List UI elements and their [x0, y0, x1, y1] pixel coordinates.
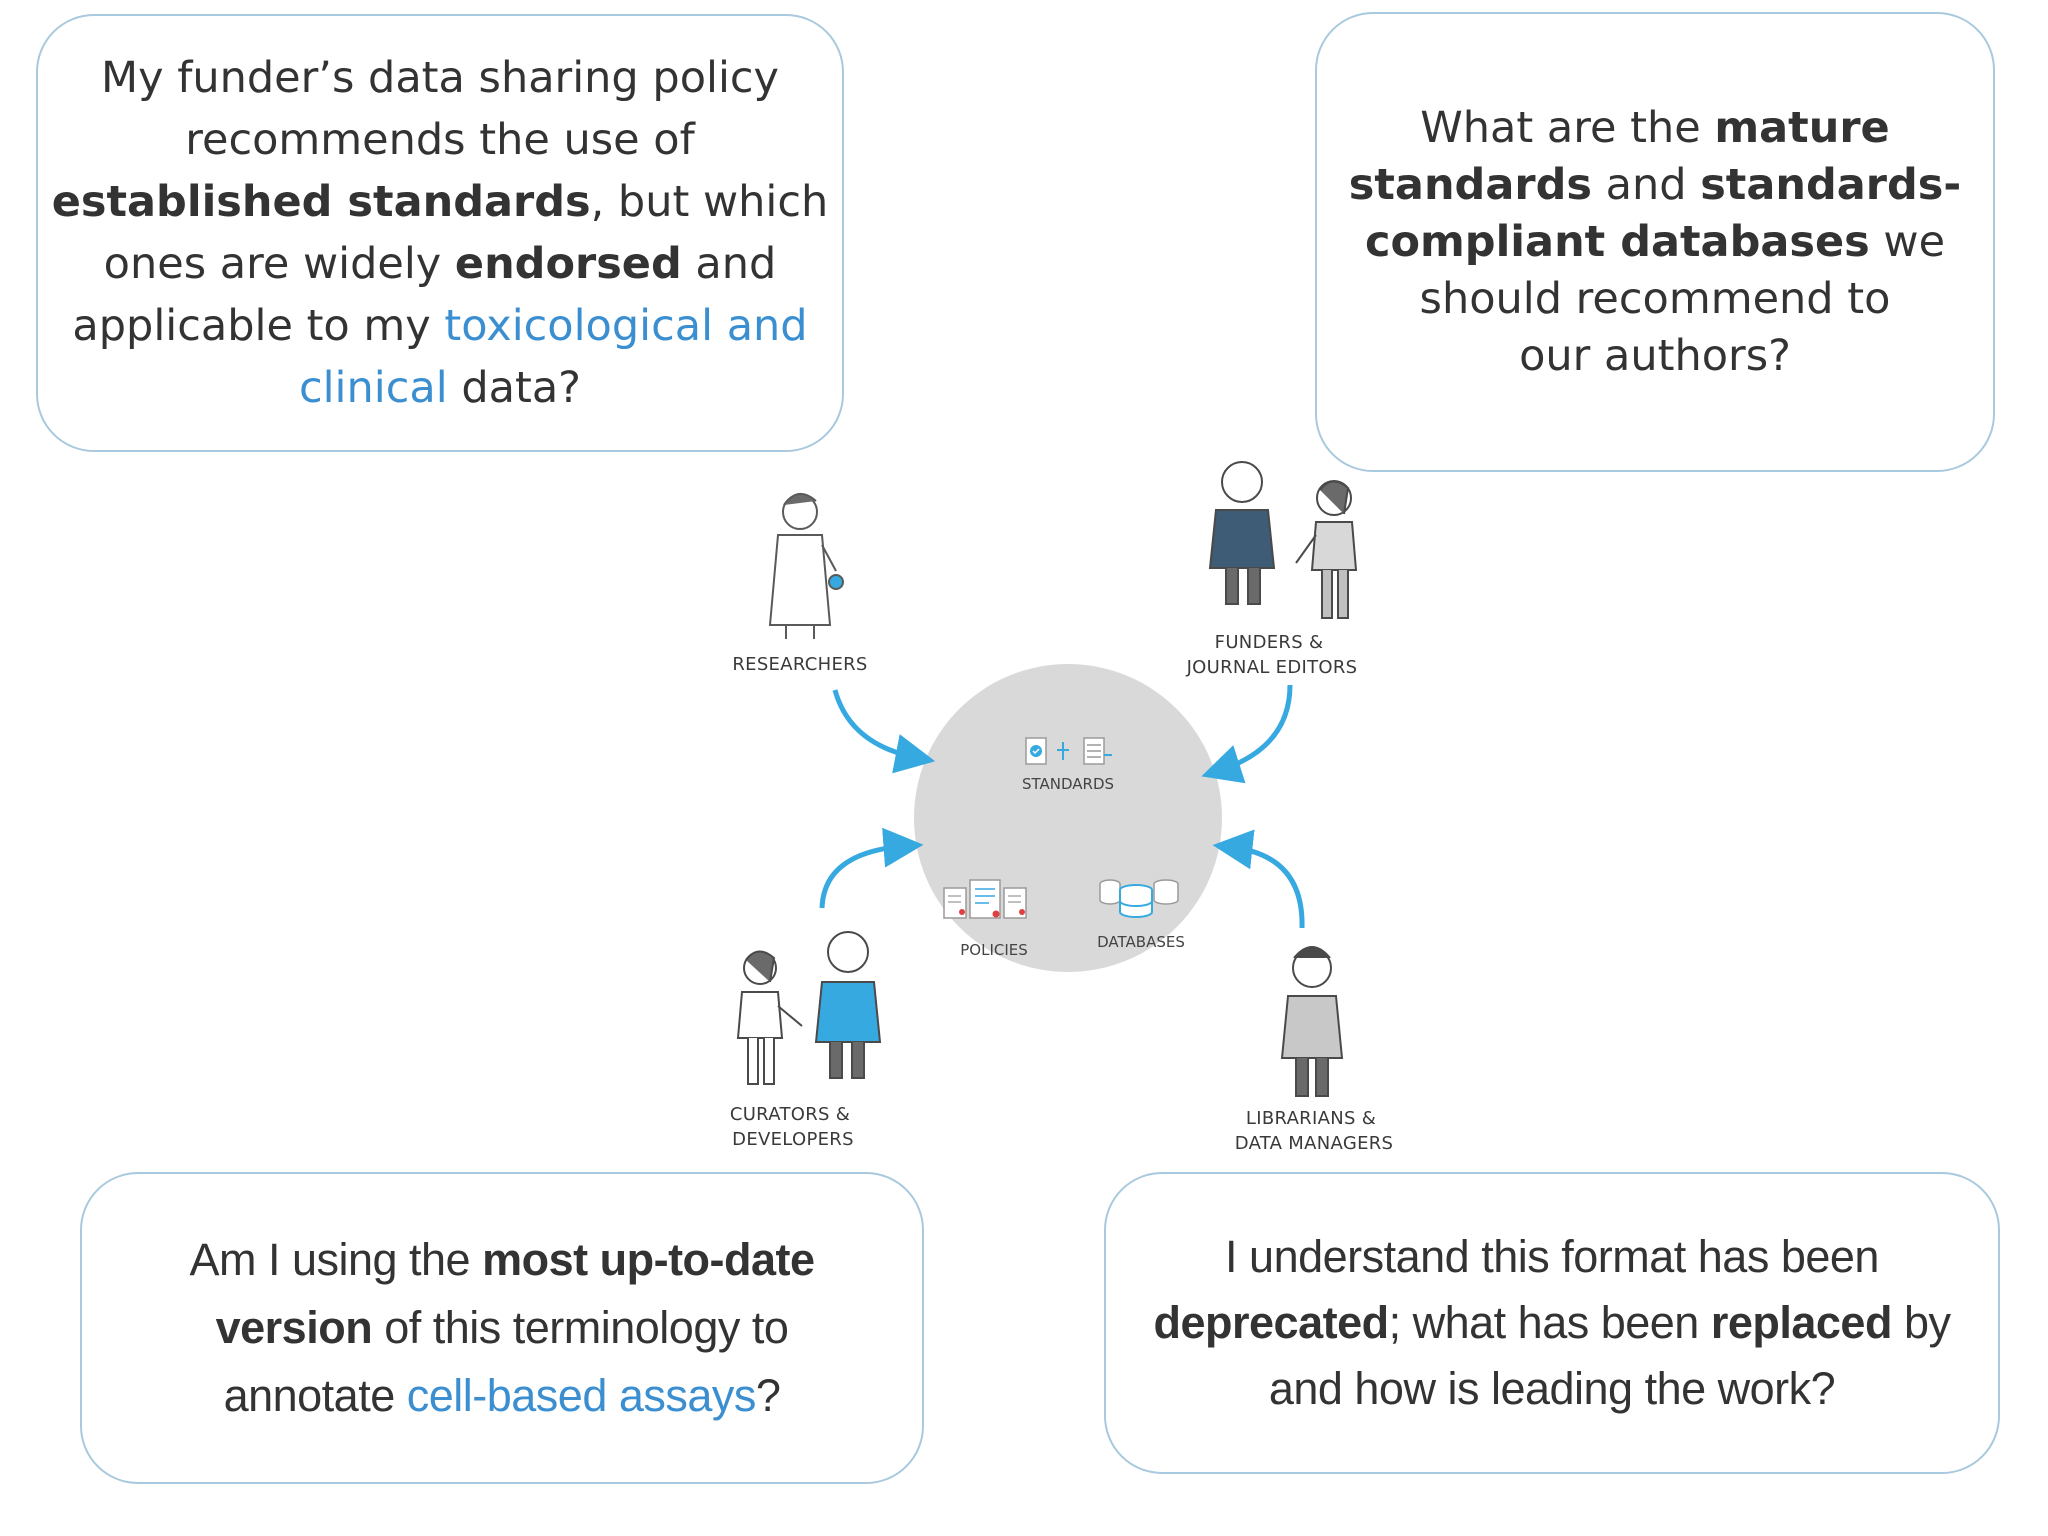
question-line: clinical data?	[299, 357, 581, 419]
question-line: ones are widely endorsed and	[104, 233, 777, 295]
question-text: and	[1591, 159, 1701, 210]
label-curators-line1: CURATORS &	[730, 1104, 850, 1125]
label-funders-line1: FUNDERS &	[1215, 632, 1324, 653]
arrow-funders	[1201, 684, 1293, 784]
question-bubble-funder-policy: My funder’s data sharing policy recommend…	[36, 14, 844, 452]
question-bubble-deprecated-format: I understand this format has been depreca…	[1104, 1172, 2000, 1474]
standards-icon	[1025, 737, 1112, 765]
label-librarians-line1: LIBRARIANS &	[1246, 1108, 1376, 1129]
researcher-figure-icon	[768, 493, 844, 639]
arrow-researchers	[832, 689, 936, 774]
question-text: data?	[447, 363, 582, 413]
question-text: ; what has been	[1388, 1297, 1711, 1348]
center-label-policies: POLICIES	[960, 941, 1028, 959]
question-line: What are the mature	[1420, 100, 1889, 157]
question-text: , but which	[590, 177, 829, 227]
label-curators-developers: CURATORS & DEVELOPERS	[730, 1104, 856, 1150]
highlight-text: cell-based assays	[406, 1370, 757, 1421]
question-text: and	[681, 239, 777, 289]
emphasis-text: most up-to-date	[482, 1234, 815, 1285]
question-text: What are the	[1420, 102, 1715, 153]
question-text: My funder’s data sharing policy	[101, 53, 779, 103]
question-text: should recommend to	[1419, 273, 1891, 324]
question-line: recommends the use of	[185, 109, 694, 171]
emphasis-text: deprecated	[1153, 1297, 1390, 1348]
question-text: and how is leading the work?	[1268, 1363, 1836, 1414]
curators-developers-figures-icon	[736, 931, 882, 1085]
question-text: annotate	[223, 1370, 407, 1421]
emphasis-text: compliant databases	[1364, 216, 1870, 267]
label-librarians-line2: DATA MANAGERS	[1235, 1133, 1394, 1154]
center-label-databases: DATABASES	[1097, 933, 1185, 951]
highlight-text: toxicological and	[444, 301, 808, 351]
question-text: of this terminology to	[372, 1302, 789, 1353]
label-curators-line2: DEVELOPERS	[732, 1129, 854, 1150]
question-line: and how is leading the work?	[1268, 1356, 1836, 1422]
question-line: My funder’s data sharing policy	[101, 47, 779, 109]
policies-icon	[943, 879, 1027, 919]
question-text: applicable to my	[72, 301, 445, 351]
question-line: Am I using the most up-to-date	[189, 1226, 815, 1294]
emphasis-text: standards	[1348, 159, 1592, 210]
label-researchers-line1: RESEARCHERS	[732, 654, 867, 675]
question-text: ?	[755, 1370, 781, 1421]
question-text: our authors?	[1519, 330, 1791, 381]
emphasis-text: version	[215, 1302, 373, 1353]
question-text: recommends the use of	[185, 115, 695, 165]
question-text: I understand this format has been	[1225, 1231, 1879, 1282]
question-line: established standards, but which	[52, 171, 829, 233]
question-text: by	[1891, 1297, 1951, 1348]
question-text: ones are widely	[103, 239, 455, 289]
label-funders-editors: FUNDERS & JOURNAL EDITORS	[1186, 632, 1358, 678]
question-line: annotate cell-based assays?	[224, 1362, 781, 1430]
funders-editors-figures-icon	[1208, 461, 1358, 619]
label-funders-line2: JOURNAL EDITORS	[1186, 657, 1358, 678]
librarian-figure-icon	[1280, 946, 1344, 1097]
emphasis-text: replaced	[1710, 1297, 1893, 1348]
question-line: I understand this format has been	[1225, 1224, 1879, 1290]
question-line: version of this terminology to	[216, 1294, 789, 1362]
question-line: our authors?	[1519, 328, 1791, 385]
emphasis-text: endorsed	[454, 239, 682, 289]
question-text: we	[1869, 216, 1946, 267]
question-line: applicable to my toxicological and	[72, 295, 807, 357]
label-librarians-managers: LIBRARIANS & DATA MANAGERS	[1235, 1108, 1394, 1154]
question-line: compliant databases we	[1365, 214, 1945, 271]
question-line: standards and standards-	[1349, 157, 1961, 214]
question-text: Am I using the	[189, 1234, 483, 1285]
arrow-librarians	[1212, 829, 1305, 929]
question-line: should recommend to	[1420, 271, 1891, 328]
question-line: deprecated; what has been replaced by	[1154, 1290, 1951, 1356]
databases-icon	[1099, 879, 1179, 918]
emphasis-text: mature	[1714, 102, 1890, 153]
highlight-text: clinical	[298, 363, 448, 413]
label-researchers: RESEARCHERS	[732, 654, 867, 675]
center-label-standards: STANDARDS	[1022, 775, 1114, 793]
emphasis-text: established standards	[51, 177, 591, 227]
resources-circle	[914, 664, 1222, 972]
emphasis-text: standards-	[1700, 159, 1962, 210]
arrow-curators	[819, 827, 924, 909]
